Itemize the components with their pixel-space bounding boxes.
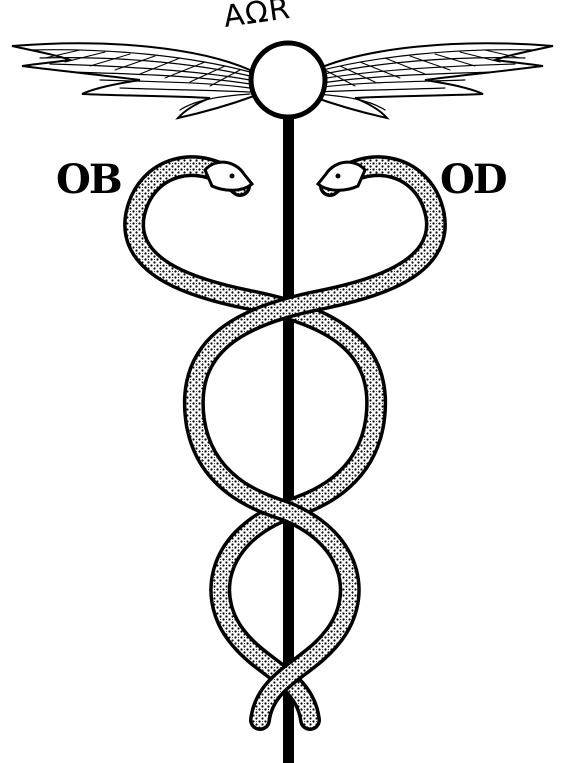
left-wing-icon bbox=[12, 43, 254, 118]
right-serpent-label: OD bbox=[440, 160, 506, 200]
right-serpent-head-icon bbox=[318, 162, 365, 190]
left-serpent-label: OB bbox=[56, 160, 121, 200]
left-serpent-head-icon bbox=[205, 162, 252, 190]
orb-icon bbox=[251, 43, 325, 117]
right-wing-icon bbox=[311, 43, 553, 118]
